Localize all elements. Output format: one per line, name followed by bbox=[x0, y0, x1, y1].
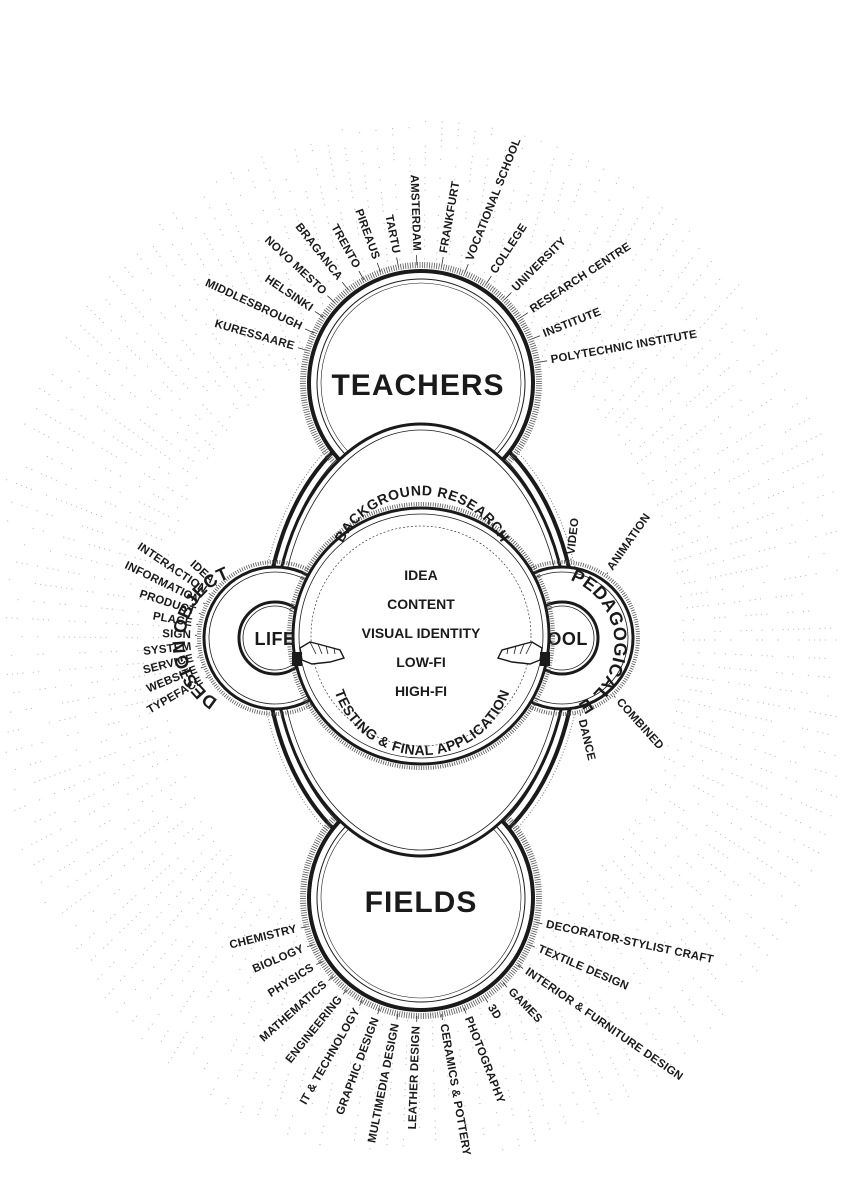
pedagogical-item-label: VIDEO bbox=[565, 517, 581, 555]
design-object-item-leader bbox=[197, 657, 199, 658]
center-item: IDEA bbox=[404, 567, 437, 583]
teachers-left-leader bbox=[305, 329, 314, 333]
design-object-item-leader bbox=[199, 613, 201, 614]
design-object-item-leader bbox=[203, 603, 205, 604]
center-item: HIGH-FI bbox=[395, 683, 447, 699]
pedagogical-item-leader bbox=[607, 573, 608, 575]
center-item: LOW-FI bbox=[396, 654, 445, 670]
teachers-right-label: COLLEGE bbox=[489, 222, 530, 276]
design-object-item-leader bbox=[201, 667, 203, 668]
teachers-right-label: FRANKFURT bbox=[438, 180, 462, 254]
center-item: VISUAL IDENTITY bbox=[362, 625, 481, 641]
teachers-right-label: POLYTECHNIC INSTITUTE bbox=[550, 328, 698, 366]
life-label: LIFE bbox=[255, 629, 296, 649]
pedagogical-item-label: COMBINED bbox=[614, 696, 666, 752]
fields-title: FIELDS bbox=[365, 886, 478, 919]
pedagogical-item-label: ANIMATION bbox=[605, 512, 653, 573]
fields-right-label: 3D bbox=[485, 1003, 503, 1022]
center-item: CONTENT bbox=[387, 596, 455, 612]
fields-left-label: CHEMISTRY bbox=[228, 923, 298, 951]
design-object-item-leader bbox=[206, 677, 208, 678]
pedagogical-item-leader bbox=[614, 696, 615, 698]
pedagogical-item-label: DANCE bbox=[576, 718, 597, 762]
pedagogical-item-leader bbox=[580, 714, 581, 716]
fields-right-leader bbox=[442, 1014, 443, 1020]
fields-right-label: PHOTOGRAPHY bbox=[462, 1015, 507, 1105]
teachers-title: TEACHERS bbox=[331, 369, 504, 402]
teachers-left-label: TARTU bbox=[382, 214, 401, 255]
fields-left-label: LEATHER DESIGN bbox=[407, 1026, 423, 1130]
fields-right-label: GAMES bbox=[506, 986, 545, 1025]
fields-right-label: INTERIOR & FURNITURE DESIGN bbox=[523, 966, 685, 1083]
fields-right-label: CERAMICS & POTTERY bbox=[437, 1023, 472, 1157]
teachers-right-label: INSTITUTE bbox=[541, 306, 602, 340]
teachers-left-label: AMSTERDAM bbox=[408, 174, 423, 251]
teachers-left-leader bbox=[377, 263, 380, 272]
